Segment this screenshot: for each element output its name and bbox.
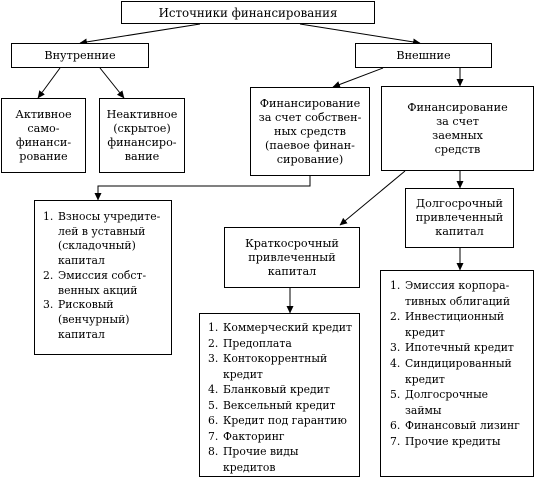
root-label: Источники финансирования	[158, 5, 338, 20]
list-item: 1.Взносы учредите- лей в уставный (склад…	[43, 210, 161, 268]
arrow-internal-passive	[99, 67, 125, 99]
external-box: Внешние	[355, 43, 492, 68]
arrow-borrowed-short	[339, 170, 406, 226]
passive-financing-label: Неактивное (скрытое) финансиро- вание	[106, 107, 178, 163]
list-item: 1.Коммерческий кредит	[208, 321, 352, 334]
arrow-root-external	[299, 23, 421, 46]
list-item: 2.Эмиссия собст- венных акций	[43, 268, 147, 297]
borrowed-funds-box: Финансирование за счет заемных средств	[381, 86, 534, 171]
arrow-root-internal	[79, 23, 201, 46]
list-item: 3.Рисковый (венчурный) капитал	[43, 298, 130, 341]
long-term-list: 1.Эмиссия корпора- тивных облигаций 2.Ин…	[390, 278, 531, 450]
short-term-list: 1.Коммерческий кредит 2.Предоплата 3.Кон…	[208, 320, 357, 475]
long-term-capital-box: Долгосрочный привлеченный капитал	[405, 188, 514, 248]
active-self-financing-label: Активное само- финанси- рование	[15, 107, 72, 163]
list-item: 6.Финансовый лизинг	[390, 419, 520, 433]
list-item: 7.Факторинг	[208, 429, 285, 443]
arrow-external-own	[332, 67, 384, 88]
list-item: 4.Синдицированный кредит	[390, 356, 512, 386]
list-item: 6.Кредит под гарантию	[208, 414, 347, 427]
list-item: 5.Долгосрочные займы	[390, 388, 489, 417]
borrowed-funds-label: Финансирование за счет заемных средств	[407, 100, 508, 156]
short-term-capital-box: Краткосрочный привлеченный капитал	[224, 227, 360, 288]
passive-financing-box: Неактивное (скрытое) финансиро- вание	[99, 98, 185, 173]
internal-sources-list: 1.Взносы учредите- лей в уставный (склад…	[43, 210, 167, 342]
list-item: 4.Бланковый кредит	[208, 383, 330, 396]
internal-box: Внутренние	[11, 43, 149, 68]
long-term-list-box: 1.Эмиссия корпора- тивных облигаций 2.Ин…	[380, 270, 534, 477]
internal-label: Внутренние	[44, 48, 116, 62]
internal-sources-list-box: 1.Взносы учредите- лей в уставный (склад…	[34, 200, 172, 355]
short-term-capital-label: Краткосрочный привлеченный капитал	[245, 236, 339, 278]
arrow-own-list	[94, 176, 311, 201]
list-item: 2.Предоплата	[208, 336, 292, 350]
list-item: 3.Контокоррентный кредит	[208, 352, 328, 381]
list-item: 5.Вексельный кредит	[208, 398, 336, 412]
list-item: 2.Инвестиционный кредит	[390, 310, 505, 339]
root-box: Источники финансирования	[121, 1, 375, 24]
external-label: Внешние	[396, 48, 451, 62]
list-item: 1.Эмиссия корпора- тивных облигаций	[390, 279, 511, 308]
list-item: 7.Прочие кредиты	[390, 434, 501, 448]
own-funds-box: Финансирование за счет собствен- ных сре…	[250, 87, 370, 176]
short-term-list-box: 1.Коммерческий кредит 2.Предоплата 3.Кон…	[199, 313, 360, 477]
active-self-financing-box: Активное само- финанси- рование	[1, 98, 86, 173]
list-item: 3.Ипотечный кредит	[390, 341, 514, 355]
arrow-internal-active	[37, 67, 61, 99]
list-item: 8.Прочие виды кредитов	[208, 445, 299, 474]
own-funds-label: Финансирование за счет собствен- ных сре…	[258, 96, 362, 166]
long-term-capital-label: Долгосрочный привлеченный капитал	[415, 197, 504, 238]
